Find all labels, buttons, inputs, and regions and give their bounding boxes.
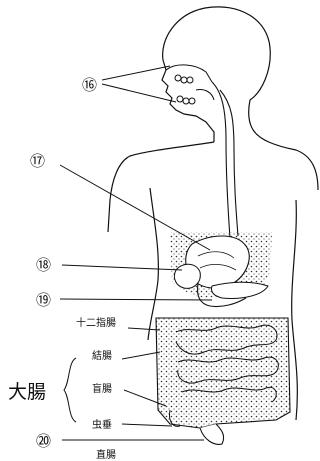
label-colon: 結腸 — [92, 349, 112, 362]
pointer-16-lower — [102, 84, 176, 102]
label-cecum: 盲腸 — [92, 382, 112, 395]
label-rectum: 直腸 — [96, 448, 116, 461]
colon-frame — [156, 318, 290, 428]
intestines — [156, 318, 290, 444]
label-large-intestine: 大腸 — [8, 381, 46, 403]
marker-19: ⑲ — [36, 291, 51, 309]
label-appendix: 虫垂 — [92, 419, 112, 431]
marker-16: ⑯ — [82, 76, 97, 94]
pointer-duodenum — [128, 328, 160, 330]
pointer-17 — [60, 165, 210, 250]
large-intestine-brace — [64, 358, 76, 422]
pointer-16-upper — [102, 66, 170, 80]
torso-left — [148, 188, 158, 340]
gallbladder — [174, 264, 200, 288]
upper-organs — [170, 232, 272, 307]
torso-right — [292, 200, 298, 420]
esophagus — [212, 82, 238, 238]
pointer-appendix — [122, 424, 172, 426]
marker-18: ⑱ — [36, 256, 51, 274]
mouth-cavity — [166, 65, 214, 104]
pointer-19 — [60, 299, 212, 300]
label-duodenum: 十二指腸 — [76, 316, 116, 329]
pointer-18 — [62, 265, 182, 270]
shoulder-right — [252, 128, 318, 190]
pointer-colon — [122, 352, 160, 359]
shoulder-left — [108, 142, 214, 232]
pancreas — [211, 282, 268, 298]
marker-17: ⑰ — [30, 152, 45, 170]
head-outline — [163, 7, 271, 128]
marker-20: ⑳ — [36, 432, 51, 450]
